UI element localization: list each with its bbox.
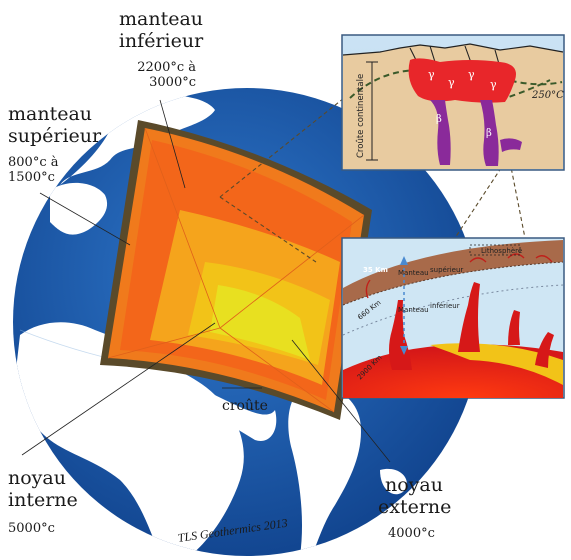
label-outer-core: noyau externe <box>378 474 452 518</box>
label-outer-core-temp: 4000°c <box>388 526 435 541</box>
plume <box>389 300 412 370</box>
axis-label-continental-crust: Croûte continentale <box>356 74 366 158</box>
upper-mantle-label-1: Manteau <box>398 269 429 277</box>
label-inner-core-temp: 5000°c <box>8 521 55 536</box>
label-upper-mantle-temp: 800°c à 1500°c <box>8 155 59 185</box>
gamma-symbol: γ <box>428 68 435 81</box>
svg-text:γ: γ <box>490 78 497 91</box>
depth-35-label: 35 Km <box>363 266 388 274</box>
svg-text:β: β <box>486 128 492 139</box>
label-inner-core: noyau interne <box>8 467 78 511</box>
svg-text:γ: γ <box>468 68 475 81</box>
lithosphere-band <box>343 240 563 305</box>
inset-crust-closeup: γ γ γ γ β β Croûte continentale 250°C <box>341 34 565 171</box>
lower-mantle-label-2: inférieur <box>430 302 460 310</box>
gamma-magma-body <box>408 58 516 103</box>
svg-text:γ: γ <box>448 76 455 89</box>
continents <box>16 95 429 556</box>
inset-mantle-plume: Lithosphère 35 Km Manteau supérieur Mant… <box>341 237 565 399</box>
label-upper-mantle: manteau supérieur <box>8 103 102 147</box>
isotherm-label: 250°C <box>531 90 564 101</box>
leader-lines <box>21 99 391 463</box>
label-lower-mantle: manteau inférieur <box>118 8 204 52</box>
projection-lines <box>219 97 526 263</box>
beta-symbol: β <box>436 114 442 125</box>
convection-arrows <box>365 253 553 299</box>
upper-mantle-label-2: supérieur <box>430 266 463 274</box>
inner-core-layer <box>210 285 310 360</box>
label-lower-mantle-temp: 2200°c à 3000°c <box>137 60 196 90</box>
lithosphere-label: Lithosphère <box>481 247 522 255</box>
beta-dike <box>430 100 451 165</box>
lower-mantle-label-1: Manteau <box>398 306 429 314</box>
label-crust: croûte <box>222 398 268 414</box>
